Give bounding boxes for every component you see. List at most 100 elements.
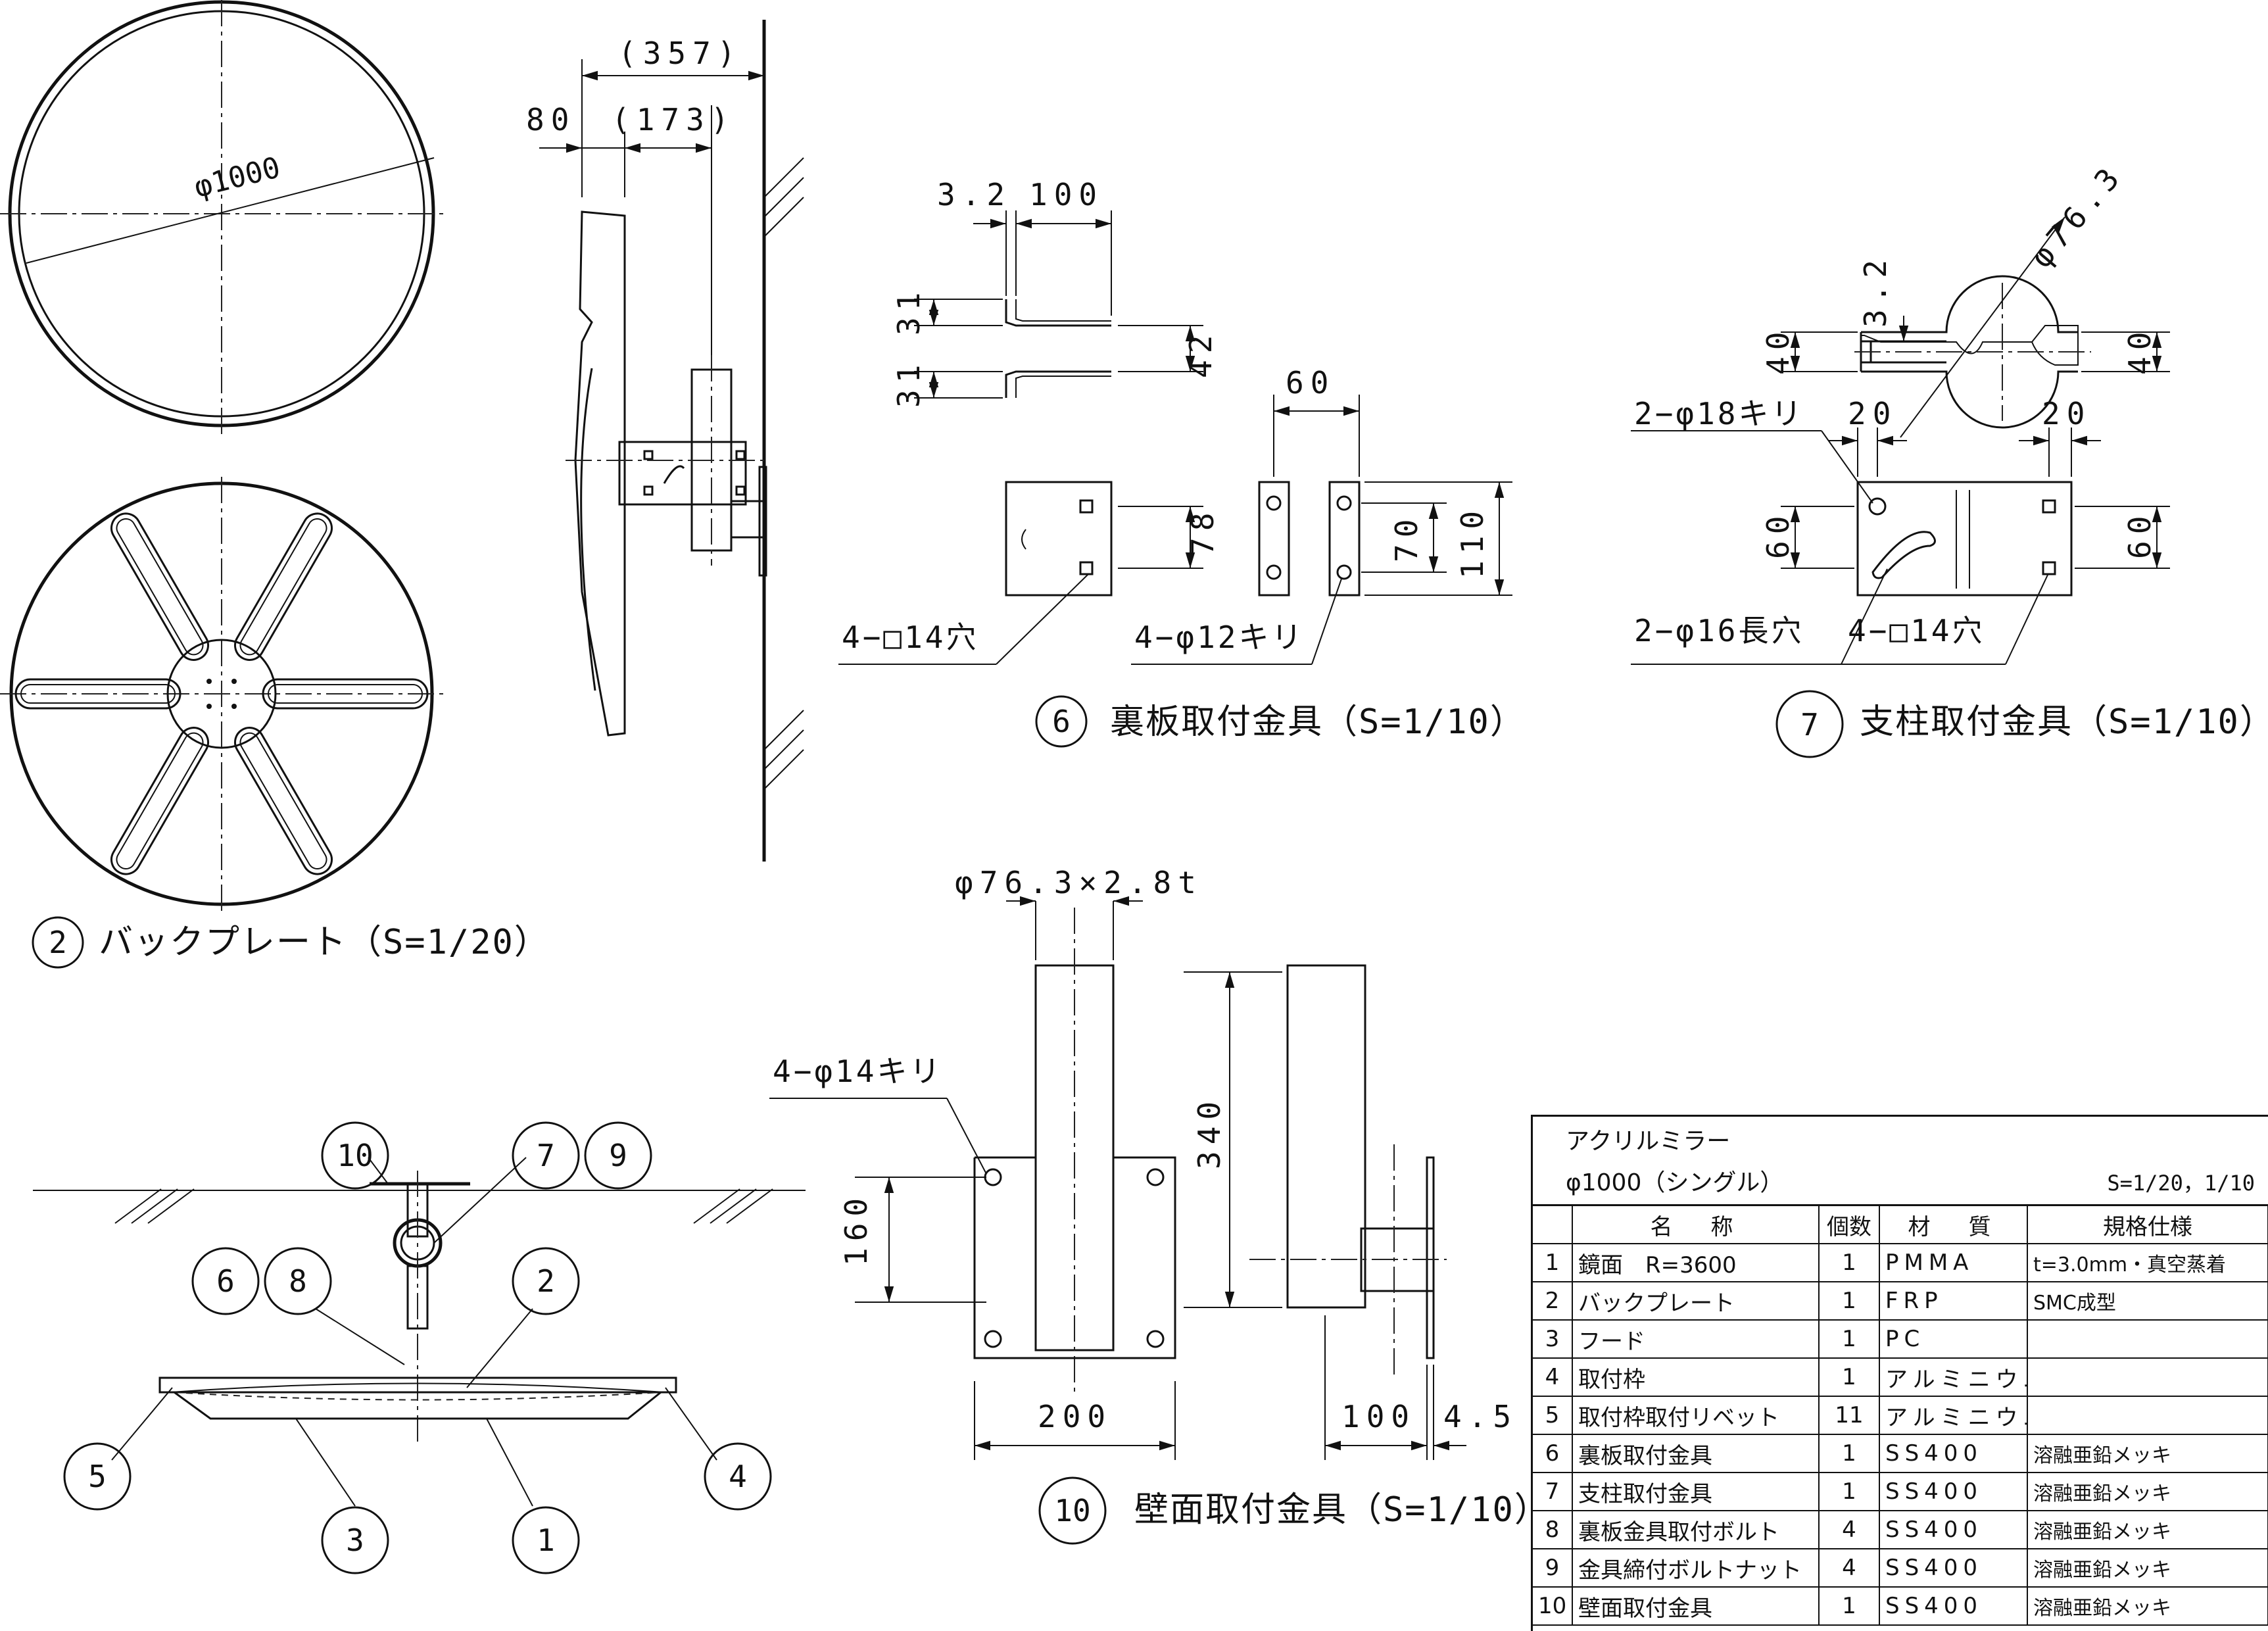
- svg-text:4.5: 4.5: [1443, 1399, 1518, 1434]
- svg-text:2−φ16長穴: 2−φ16長穴: [1634, 613, 1804, 648]
- row-no: 9: [1533, 1549, 1573, 1588]
- svg-text:4−□14穴: 4−□14穴: [842, 620, 978, 655]
- row-name: バックプレート: [1572, 1282, 1820, 1321]
- svg-text:φ76.3: φ76.3: [2023, 157, 2131, 274]
- row-qty: 11: [1819, 1396, 1880, 1435]
- side-view: (357) 80 (173): [526, 20, 804, 862]
- svg-text:(357): (357): [618, 36, 742, 71]
- svg-text:6: 6: [216, 1263, 235, 1299]
- svg-text:(173): (173): [612, 102, 735, 137]
- row-name: 裏板取付金具: [1572, 1434, 1820, 1473]
- row-qty: 1: [1819, 1358, 1880, 1397]
- header-qty: 個数: [1819, 1206, 1880, 1244]
- row-no: 3: [1533, 1320, 1573, 1359]
- balloon-5: [63, 1442, 132, 1511]
- svg-text:4: 4: [729, 1459, 747, 1494]
- balloon-9: [584, 1121, 652, 1190]
- row-name: 取付枠: [1572, 1358, 1820, 1397]
- svg-text:20: 20: [1848, 396, 1897, 431]
- header-name: 名 称: [1572, 1206, 1820, 1244]
- mirror-front-view: φ1000: [0, 0, 447, 434]
- svg-text:10: 10: [337, 1138, 373, 1173]
- balloon-10: [321, 1121, 389, 1190]
- balloon-7-assembly: [512, 1121, 580, 1190]
- svg-text:40: 40: [1760, 326, 1796, 375]
- svg-text:7: 7: [1800, 707, 1819, 742]
- backplate-ribs: [14, 512, 429, 875]
- balloon-8: [264, 1247, 332, 1315]
- row-name: 金具締付ボルトナット: [1572, 1549, 1820, 1588]
- row-no: 10: [1533, 1587, 1573, 1626]
- svg-text:9: 9: [609, 1138, 627, 1173]
- bracket-7-view: φ76.3 3.2 40 40 20 20 60 60 2−φ18キリ 2−φ1…: [1631, 157, 2268, 758]
- svg-text:110: 110: [1455, 504, 1490, 579]
- row-name: フード: [1572, 1320, 1820, 1359]
- row-spec: 溶融亜鉛メッキ: [2027, 1434, 2268, 1473]
- header-spec: 規格仕様: [2027, 1206, 2268, 1244]
- table-scale: S=1/20，1/10: [2107, 1171, 2255, 1196]
- wall-bracket-title: 壁面取付金具（S=1/10）: [1134, 1490, 1550, 1530]
- row-qty: 1: [1819, 1473, 1880, 1511]
- row-name: 裏板金具取付ボルト: [1572, 1511, 1820, 1549]
- svg-text:8: 8: [289, 1263, 307, 1299]
- table-row: 5取付枠取付リベット11アルミニウム: [1533, 1396, 2268, 1435]
- svg-text:100: 100: [1341, 1399, 1416, 1434]
- svg-text:4−□14穴: 4−□14穴: [1848, 613, 1985, 648]
- row-qty: 1: [1819, 1587, 1880, 1626]
- row-no: 1: [1533, 1244, 1573, 1282]
- svg-text:3.2: 3.2: [1858, 253, 1893, 328]
- bracket-7-title: 支柱取付金具（S=1/10）: [1860, 702, 2268, 742]
- row-qty: 1: [1819, 1244, 1880, 1282]
- row-spec: 溶融亜鉛メッキ: [2027, 1549, 2268, 1588]
- row-no: 6: [1533, 1434, 1573, 1473]
- svg-text:60: 60: [1760, 510, 1796, 559]
- row-material: SS400: [1879, 1434, 2028, 1473]
- row-material: SS400: [1879, 1511, 2028, 1549]
- row-name: 取付枠取付リベット: [1572, 1396, 1820, 1435]
- row-no: 5: [1533, 1396, 1573, 1435]
- row-no: 8: [1533, 1511, 1573, 1549]
- row-material: PMMA: [1879, 1244, 2028, 1282]
- svg-text:φ76.3×2.8t: φ76.3×2.8t: [955, 865, 1203, 900]
- balloon-7: [1775, 690, 1844, 758]
- svg-text:2−φ18キリ: 2−φ18キリ: [1634, 396, 1804, 431]
- row-spec: t=3.0mm・真空蒸着: [2027, 1244, 2268, 1282]
- row-spec: 溶融亜鉛メッキ: [2027, 1473, 2268, 1511]
- row-qty: 1: [1819, 1320, 1880, 1359]
- table-title: アクリルミラー: [1566, 1128, 1731, 1155]
- svg-text:160: 160: [838, 1192, 874, 1266]
- row-name: 壁面取付金具: [1572, 1587, 1820, 1626]
- balloon-6: [1035, 695, 1088, 748]
- svg-text:340: 340: [1192, 1095, 1227, 1169]
- balloon-6-assembly: [191, 1247, 260, 1315]
- row-material: PC: [1879, 1320, 2028, 1359]
- svg-text:7: 7: [537, 1138, 555, 1173]
- row-no: 4: [1533, 1358, 1573, 1397]
- row-name: 鏡面 R=3600: [1572, 1244, 1820, 1282]
- row-material: SS400: [1879, 1587, 2028, 1626]
- backplate-view: 2 バックプレート（S=1/20）: [0, 477, 548, 969]
- parts-table: アクリルミラー φ1000（シングル） S=1/20，1/10 名 称 個数 材…: [1531, 1115, 2268, 1631]
- row-material: FRP: [1879, 1282, 2028, 1321]
- svg-text:1: 1: [537, 1522, 555, 1558]
- row-qty: 4: [1819, 1549, 1880, 1588]
- bracket-6-title: 裏板取付金具（S=1/10）: [1110, 702, 1526, 742]
- table-subtitle-text: φ1000（シングル）: [1566, 1169, 1784, 1196]
- row-spec: SMC成型: [2027, 1282, 2268, 1321]
- bracket-6-view: 3.2 100 31 31 42 78 60 70 110 4−□14穴 4−φ…: [838, 177, 1526, 748]
- svg-text:42: 42: [1183, 329, 1218, 378]
- svg-text:60: 60: [2122, 510, 2158, 559]
- row-material: アルミニウム: [1879, 1396, 2028, 1435]
- table-header-row: 名 称 個数 材 質 規格仕様: [1533, 1206, 2268, 1244]
- balloon-10-view: [1038, 1476, 1107, 1545]
- svg-text:60: 60: [1286, 365, 1335, 401]
- row-spec: [2027, 1396, 2268, 1435]
- svg-text:5: 5: [88, 1459, 107, 1494]
- row-spec: [2027, 1320, 2268, 1359]
